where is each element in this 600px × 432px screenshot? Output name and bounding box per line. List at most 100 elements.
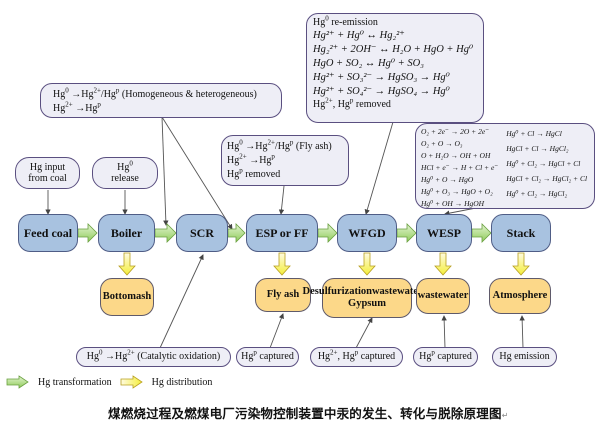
distribution-arrow-boiler <box>118 252 136 276</box>
note-text-fragment: →Hg <box>246 155 272 166</box>
note-hgp-captured-flyash: Hgp captured <box>236 347 299 367</box>
legend-distribution-label: Hg distribution <box>151 376 213 388</box>
note-text-fragment: (Catalytic oxidation) <box>134 351 221 362</box>
note-text-fragment: p <box>354 348 359 357</box>
note-text-fragment: Hg⁰ + Cl₂ → HgCl + Cl <box>506 159 581 168</box>
note-text-fragment: Hg <box>241 351 254 362</box>
note-text-fragment: p <box>289 138 294 147</box>
note-text-fragment: →Hg <box>102 351 128 362</box>
note-text-fragment: 0 <box>65 86 69 95</box>
note-text-fragment: Hg <box>313 17 326 28</box>
wfgd-equation: Hg²⁺ + SO₃²⁻ → HgSO₃ → Hg⁰ <box>313 72 450 83</box>
note-text-fragment: p <box>271 152 275 161</box>
legend-transformation-label: Hg transformation <box>38 376 112 388</box>
note-text-fragment: O₂ + 2e⁻ → 2O + 2e⁻ <box>421 127 490 136</box>
output-bottom-ash: Bottomash <box>100 278 154 316</box>
note-text-fragment: O₂ + O → O₃ <box>421 139 463 148</box>
note-text-fragment: Hg emission <box>499 351 550 362</box>
distribution-arrow-wesp <box>434 252 452 276</box>
note-fly-ash-reactions: Hg0 →Hg2+/Hgp (Fly ash) Hg2+ →Hgp Hgp re… <box>221 135 349 186</box>
note-text-fragment: captured <box>358 351 396 362</box>
note-text-fragment: →Hg <box>68 89 94 100</box>
connector-catalytic <box>159 254 204 349</box>
note-hgp-captured-wesp: Hgp captured <box>413 347 478 367</box>
node-feed-coal: Feed coal <box>18 214 78 252</box>
distribution-arrow-wfgd <box>358 252 376 276</box>
note-text-fragment: 0 <box>325 14 329 23</box>
note-text-fragment: Hg⁰ + O → HgO <box>421 175 474 184</box>
distribution-arrow-esp <box>273 252 291 276</box>
note-text-fragment: captured <box>256 351 294 362</box>
transform-arrow-2 <box>154 223 177 243</box>
node-boiler: Boiler <box>98 214 155 252</box>
note-text-fragment: p <box>239 166 243 175</box>
node-scr: SCR <box>176 214 228 252</box>
note-text-fragment: p <box>97 100 101 109</box>
note-text-fragment: removed <box>353 99 391 110</box>
node-esp-ff: ESP or FF <box>246 214 318 252</box>
note-text-fragment: (Fly ash) <box>293 141 332 152</box>
note-text-fragment: 2+ <box>239 152 247 161</box>
note-text-fragment: O + H₂O → OH + OH <box>421 151 491 160</box>
note-text-fragment: Hg <box>419 351 432 362</box>
output-atmosphere: Atmosphere <box>489 278 551 314</box>
note-text-fragment: captured <box>434 351 472 362</box>
figure-caption: 煤燃烧过程及燃煤电厂污染物控制装置中汞的发生、转化与脱除原理图↵ <box>108 406 509 421</box>
note-text-fragment: Hg⁰ + Cl₂ → HgCl₂ <box>506 189 568 198</box>
node-wesp: WESP <box>416 214 472 252</box>
note-text-fragment: /Hg <box>274 141 290 152</box>
note-text-fragment: Hg⁰ + Cl → HgCl <box>506 129 562 138</box>
note-text-fragment: 2+ <box>325 96 333 105</box>
transform-arrow-5 <box>396 223 417 243</box>
yellow-arrow-icon <box>120 375 143 389</box>
distribution-arrow-stack <box>512 252 530 276</box>
node-stack: Stack <box>491 214 551 252</box>
wfgd-equation: HgO + SO₂ ↔ Hg⁰ + SO₃ <box>313 58 424 69</box>
note-text-fragment: HgCl + Cl₂ → HgCl₂ + Cl <box>506 174 588 183</box>
note-text-fragment: p <box>253 348 257 357</box>
note-text-fragment: p <box>115 86 120 95</box>
note-hg-emission: Hg emission <box>492 347 557 367</box>
note-text-fragment: 2+ <box>127 348 135 357</box>
connector-hg2-hgp <box>355 317 373 349</box>
connector-flyash-note <box>278 185 285 215</box>
note-text-fragment: removed <box>242 169 281 180</box>
note-text-fragment: 2+ <box>267 138 275 147</box>
note-text-fragment: Hg <box>227 169 240 180</box>
transform-arrow-4 <box>317 223 338 243</box>
connector-homog-1 <box>161 116 169 226</box>
note-wesp-reactions: O₂ + 2e⁻ → 2O + 2e⁻ O₂ + O → O₃ O + H₂O … <box>415 123 595 209</box>
wfgd-equation: Hg²⁺ + SO₄²⁻ → HgSO₄ → Hg⁰ <box>313 86 450 97</box>
note-text-fragment: Hg <box>317 351 331 362</box>
note-text-fragment: Hg⁰ + OH → HgOH <box>421 199 485 208</box>
note-text-fragment: 0 <box>99 348 103 357</box>
output-wastewater: wastewater <box>416 278 470 314</box>
transform-arrow-3 <box>227 223 246 243</box>
note-catalytic-oxidation: Hg0 →Hg2+ (Catalytic oxidation) <box>76 347 231 367</box>
connector-wfgd-note <box>364 121 394 215</box>
note-text-fragment: 0 <box>129 159 133 168</box>
note-text-fragment: HgCl + Cl → HgCl₂ <box>506 144 569 153</box>
note-text-fragment: Hg <box>53 103 66 114</box>
legend: Hg transformation Hg distribution <box>6 375 212 389</box>
note-text-fragment: (Homogeneous & heterogeneous) <box>119 89 257 100</box>
note-text-fragment: p <box>431 348 435 357</box>
note-text-fragment: Hg <box>117 162 130 173</box>
transform-arrow-1 <box>77 223 98 243</box>
note-homogeneous-heterogeneous: Hg0 →Hg2+/Hgp (Homogeneous & heterogeneo… <box>40 83 282 118</box>
note-text-fragment: Hg⁰ + O₃ → HgO + O₂ <box>421 187 493 196</box>
transform-arrow-6 <box>471 223 492 243</box>
connector-hgp-2 <box>441 315 447 349</box>
note-text-fragment: 2+ <box>65 100 73 109</box>
note-text-fragment: p <box>349 96 354 105</box>
note-text-fragment: 2+ <box>93 86 101 95</box>
note-text-fragment: Hg <box>86 351 99 362</box>
green-arrow-icon <box>6 375 29 389</box>
paragraph-mark: ↵ <box>501 411 509 420</box>
note-text-fragment: 2+ <box>330 348 338 357</box>
note-text-fragment: , Hg <box>337 351 355 362</box>
output-desulfurization: Desulfurizationwastewater& Gypsum <box>303 278 431 318</box>
output-fly-ash: Fly ash <box>255 278 311 312</box>
note-text-fragment: , Hg <box>332 99 350 110</box>
